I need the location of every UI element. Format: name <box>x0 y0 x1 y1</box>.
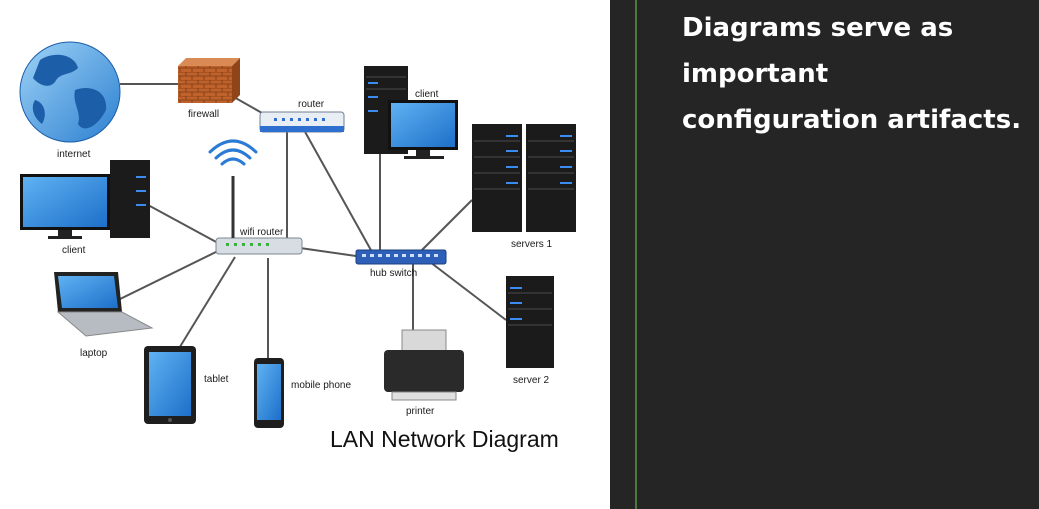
label-router: router <box>298 99 325 110</box>
label-mobile-phone: mobile phone <box>291 380 351 391</box>
slide-text-panel: Diagrams serve as important configuratio… <box>610 0 1039 509</box>
slide-heading: Diagrams serve as important configuratio… <box>682 13 1022 135</box>
client-left-monitor-icon <box>20 174 110 239</box>
lan-network-diagram: internet firewall router <box>19 41 576 452</box>
router-icon <box>259 111 345 133</box>
client-left-server-icon <box>110 160 150 238</box>
diagram-title: LAN Network Diagram <box>330 426 559 452</box>
label-tablet: tablet <box>204 374 229 385</box>
label-servers-1: servers 1 <box>511 239 553 250</box>
label-printer: printer <box>406 406 435 417</box>
label-internet: internet <box>57 149 91 160</box>
tablet-icon <box>144 346 196 424</box>
label-client-top: client <box>415 89 439 100</box>
connections <box>117 83 507 358</box>
label-wifi-router: wifi router <box>239 227 284 238</box>
printer-icon <box>384 329 464 401</box>
servers-1-icon <box>472 124 576 232</box>
label-hub-switch: hub switch <box>370 268 417 279</box>
hub-switch-icon <box>355 249 447 265</box>
label-server-2: server 2 <box>513 375 550 386</box>
wifi-signal-icon <box>208 139 258 166</box>
accent-divider <box>635 0 637 509</box>
mobile-phone-icon <box>254 358 284 428</box>
label-firewall: firewall <box>188 109 219 120</box>
label-laptop: laptop <box>80 348 108 359</box>
label-client-left: client <box>62 245 86 256</box>
firewall-icon <box>178 58 240 103</box>
server-2-icon <box>506 276 554 368</box>
internet-globe-icon <box>19 41 121 143</box>
laptop-icon <box>54 272 154 337</box>
wifi-router-icon <box>215 176 303 255</box>
network-diagram-canvas: internet firewall router <box>19 41 576 452</box>
client-top-monitor-icon <box>388 100 458 159</box>
